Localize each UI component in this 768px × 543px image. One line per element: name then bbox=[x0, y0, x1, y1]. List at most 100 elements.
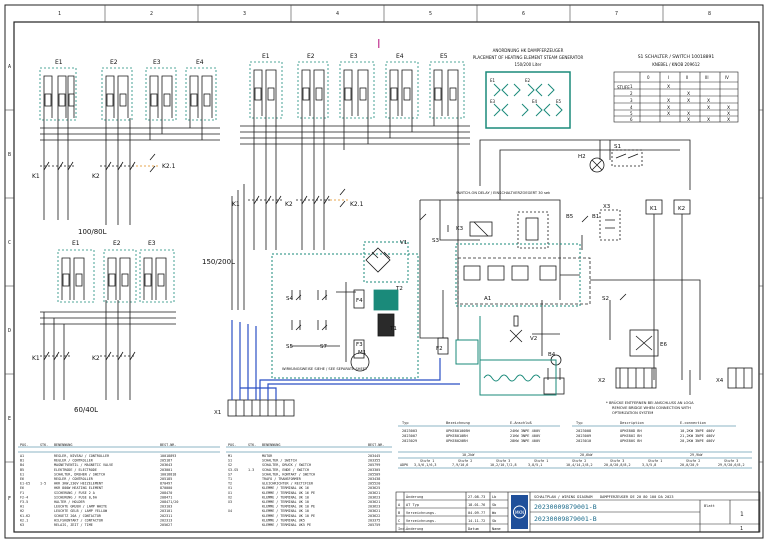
parts-cell: SCHALTER, DREHEN / SWITCH bbox=[54, 472, 105, 476]
parts-cell: HKR 3KW,230V HEIZELEMENT bbox=[54, 482, 103, 486]
stage-header: Stufe 1 bbox=[420, 459, 434, 463]
variant-cell: 2023029 bbox=[402, 439, 417, 443]
variant-cell: 2023008 bbox=[576, 429, 591, 433]
parts-cell: SCHALTER, ENDE / SWITCH bbox=[262, 468, 309, 472]
revision-header: Ind. bbox=[398, 527, 407, 531]
element-label: E3 bbox=[148, 240, 156, 247]
parts-cell: 870000 bbox=[160, 486, 172, 490]
revision-cell: Sb bbox=[492, 519, 496, 523]
parts-cell: 205627 bbox=[160, 523, 172, 527]
parts-cell: X1 bbox=[228, 491, 232, 495]
parts-cell: E6 bbox=[20, 486, 24, 490]
parts-cell: 203001 bbox=[160, 468, 172, 472]
parts-cell: 1-5 bbox=[40, 482, 46, 486]
parts-cell: 203103 bbox=[160, 505, 172, 509]
switch-col-header: IV bbox=[725, 75, 729, 80]
stage-header: Stufe 1 bbox=[648, 459, 662, 463]
switch-mark: X bbox=[707, 98, 710, 104]
revision-cell: Wo bbox=[492, 511, 496, 515]
border-row-label: D bbox=[8, 328, 11, 334]
variant-cell: 24KW 3NPE 400V bbox=[510, 429, 541, 433]
switch-mark: X bbox=[727, 111, 730, 117]
component-label: X3 bbox=[603, 204, 611, 210]
placement-title: PLACEMENT OF HEATING ELEMENT STEAM GENER… bbox=[473, 55, 584, 60]
element-label: E5 bbox=[440, 53, 448, 60]
border-row-label: E bbox=[8, 416, 11, 422]
parts-cell: KLEMME / TERMINAL UK5 PE bbox=[262, 523, 311, 527]
border-row-label: A bbox=[8, 64, 11, 70]
switch-mark: X bbox=[667, 105, 670, 111]
parts-cell: ELEKTRODE / ELECTRODE bbox=[54, 468, 97, 472]
parts-cell: SICHERUNG / FUSE 2 A bbox=[54, 491, 95, 495]
component-label: B4 bbox=[548, 352, 556, 358]
contactor-label: K2 bbox=[92, 173, 100, 180]
parts-cell: M1 bbox=[228, 454, 232, 458]
variant-cell: 2023009 bbox=[576, 434, 591, 438]
parts-cell: K3 bbox=[20, 523, 24, 527]
title-line: DAMPFERZEUGER DE 20 80 100 DA 2023 bbox=[600, 495, 674, 499]
sheet-number: 1 bbox=[740, 511, 744, 518]
parts-cell: T2 bbox=[228, 482, 232, 486]
power-header: 29,9kW bbox=[690, 453, 703, 457]
parts-cell: SCHUETZ 20A / CONTACTOR bbox=[54, 514, 102, 518]
revision-cell: C bbox=[398, 519, 400, 523]
parts-cell: 205799 bbox=[368, 463, 380, 467]
parts-cell: KLEMME / TERMINAL UK 10 bbox=[262, 500, 309, 504]
switch-mark: X bbox=[687, 111, 690, 117]
variant-cell: 2023010 bbox=[576, 439, 591, 443]
component-label: X4 bbox=[716, 378, 724, 384]
contactor-label: K1 bbox=[32, 355, 40, 362]
revision-cell: Lb bbox=[492, 495, 496, 499]
component-label: A1 bbox=[484, 296, 491, 302]
revision-cell: B bbox=[398, 511, 400, 515]
element-label: E2 bbox=[110, 59, 118, 66]
parts-cell: 203445 bbox=[368, 454, 380, 458]
parts-cell: H1 bbox=[20, 505, 24, 509]
terminal-strip-x1 bbox=[227, 399, 295, 417]
variant-header: E-Anschluß bbox=[510, 421, 532, 425]
parts-cell: 205187 bbox=[160, 459, 172, 463]
parts-cell: 205759 bbox=[368, 523, 380, 527]
element-label: E2 bbox=[307, 53, 315, 60]
parts-cell: 203643 bbox=[160, 463, 172, 467]
border-row-label: F bbox=[8, 496, 11, 502]
parts-cell: 10018893 bbox=[160, 454, 176, 458]
parts-cell: RELAIS, ZEIT / TIME bbox=[54, 523, 93, 527]
parts-cell: B5 bbox=[20, 468, 24, 472]
sheet-of: 1 bbox=[740, 526, 743, 532]
parts-list-rules bbox=[18, 446, 392, 453]
revision-cell: A bbox=[398, 503, 401, 507]
placement-marker: E1 bbox=[490, 78, 496, 83]
parts-cell: B4 bbox=[20, 463, 24, 467]
switch-mark: X bbox=[667, 111, 670, 117]
variant-header: Description bbox=[620, 421, 644, 425]
drawing-number-2: 20230009879001-B bbox=[534, 515, 597, 523]
circuit-size-label: 100/80L bbox=[78, 228, 107, 236]
variant-cell: OPKE80I BH bbox=[620, 434, 642, 438]
parts-header: BEST.NR. bbox=[160, 443, 176, 447]
component-label: K3 bbox=[456, 226, 464, 232]
border-col-label: 7 bbox=[615, 11, 618, 17]
motor-unit-box bbox=[271, 241, 419, 379]
parts-cell: 203101 bbox=[160, 509, 172, 513]
component-label: S5 bbox=[286, 344, 293, 350]
element-label: E4 bbox=[196, 59, 204, 66]
circuit-150-200l bbox=[231, 61, 470, 341]
parts-cell: MOTOR bbox=[262, 454, 273, 458]
variant-cell: OPKE80100BH bbox=[446, 429, 470, 433]
parts-cell: KLEMME / TERMINAL UK 16 bbox=[262, 486, 309, 490]
component-label: F3 bbox=[356, 342, 363, 348]
parts-cell: 203625 bbox=[368, 486, 380, 490]
parts-cell: K2.1 bbox=[20, 518, 28, 522]
variant-header: E-connection bbox=[680, 421, 706, 425]
parts-cell: B1 bbox=[20, 459, 24, 463]
placement-marker: E3 bbox=[490, 99, 496, 104]
parts-cell: 203355 bbox=[368, 459, 380, 463]
drawing-frame: 1 2 3 4 5 6 7 8 A B C D E F bbox=[4, 4, 764, 539]
parts-cell: 870497 bbox=[160, 482, 172, 486]
title-head: SCHALTPLAN / WIRING DIAGRAM bbox=[534, 495, 593, 499]
border-col-label: 5 bbox=[429, 11, 432, 17]
element-label: E4 bbox=[396, 53, 404, 60]
parts-cell: 203621 bbox=[368, 500, 380, 504]
parts-cell: 203623 bbox=[368, 495, 380, 499]
